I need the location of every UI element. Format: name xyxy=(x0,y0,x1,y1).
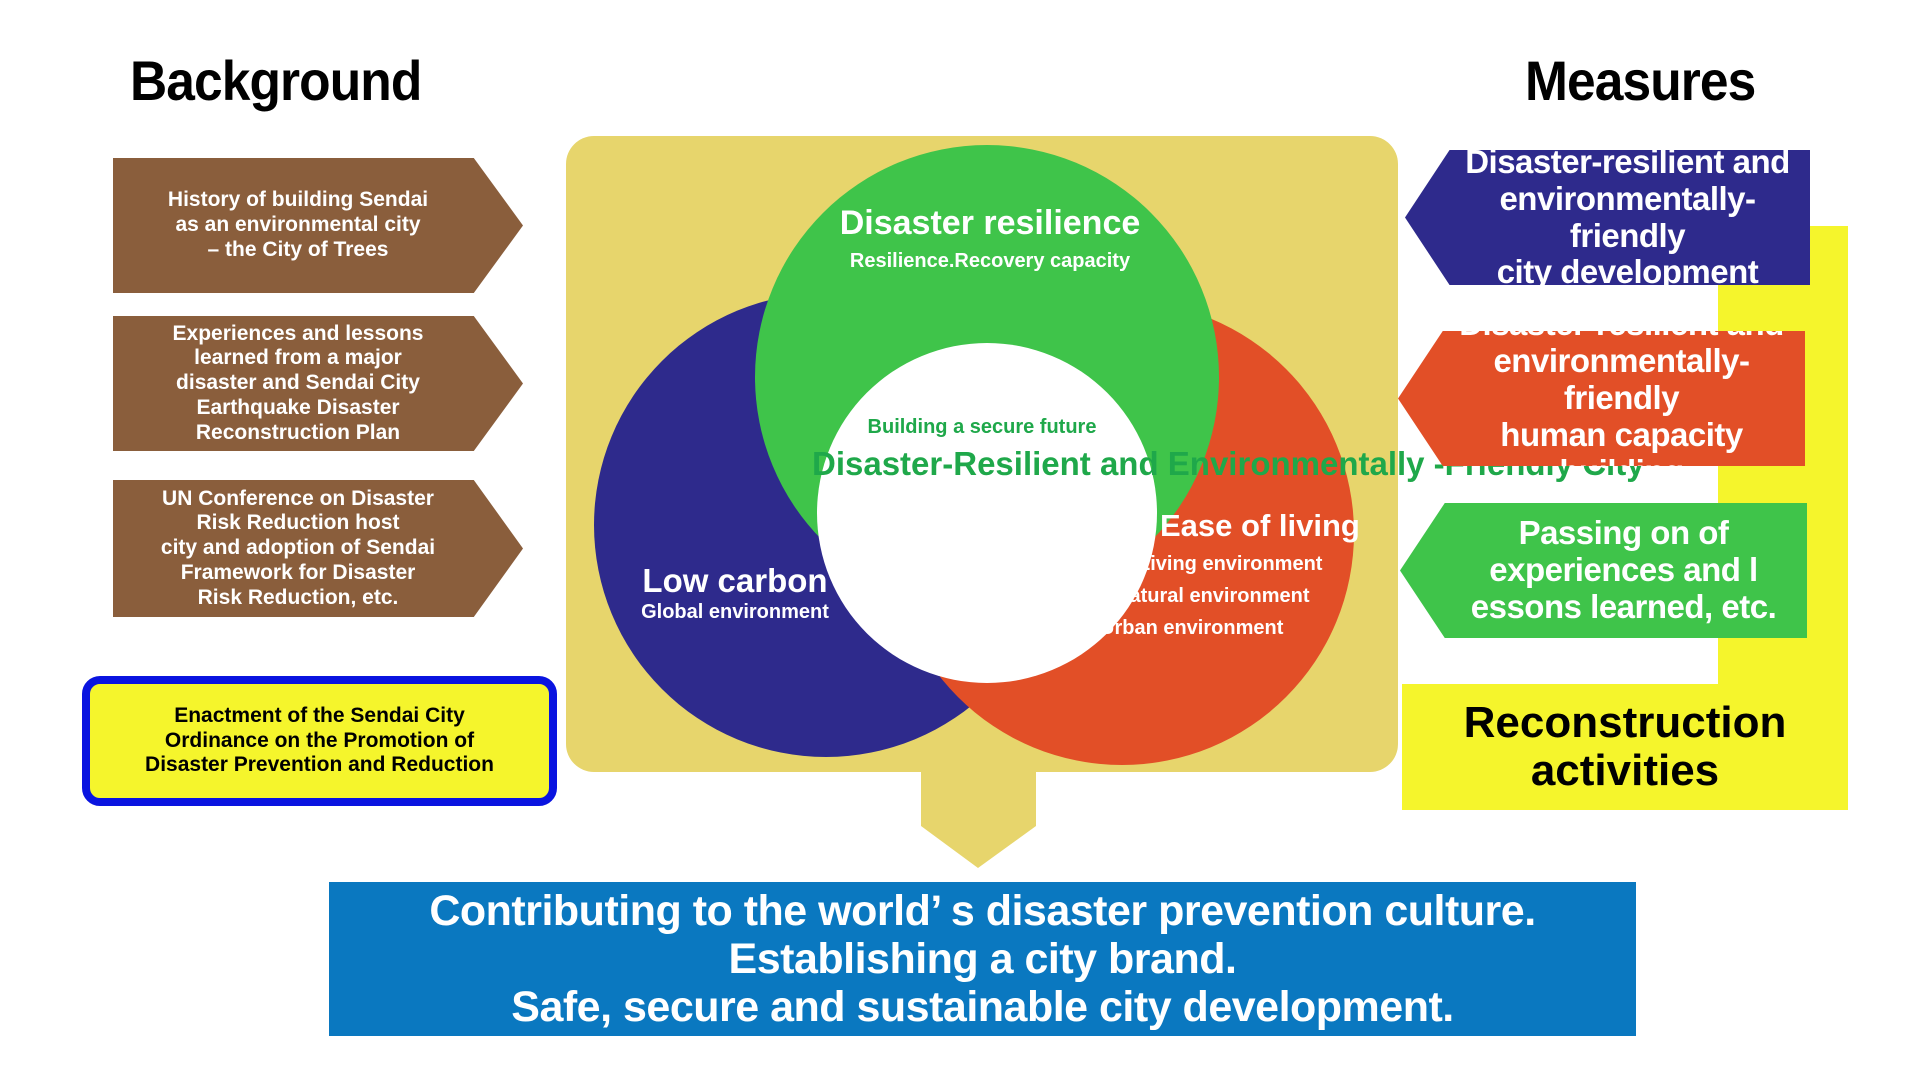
blue-subtitle: Global environment xyxy=(641,601,829,623)
outcome-line-culture: Contributing to the world’ s disaster pr… xyxy=(429,886,1536,935)
background-item-un-conference: UN Conference on Disaster Risk Reduction… xyxy=(113,480,523,617)
red-line-urban: Urban environment xyxy=(1100,617,1284,639)
ordinance-box: Enactment of the Sendai City Ordinance o… xyxy=(82,676,557,806)
red-title: Ease of living xyxy=(1160,508,1360,543)
red-line-natural: Natural environment xyxy=(1115,585,1310,607)
venn-panel xyxy=(566,136,1398,868)
outcome-line-brand: Establishing a city brand. xyxy=(728,934,1237,983)
measure-city-development: Disaster-resilient and environmentally-f… xyxy=(1405,150,1810,285)
measure-human-capacity: Disaster-resilient and environmentally-f… xyxy=(1398,331,1805,466)
venn-center-circle xyxy=(817,343,1157,683)
measures-heading: Measures xyxy=(1525,49,1756,112)
down-arrow xyxy=(921,766,1036,868)
center-small: Building a secure future xyxy=(867,416,1097,438)
background-heading: Background xyxy=(130,49,422,112)
background-item-history: History of building Sendai as an environ… xyxy=(113,158,523,293)
blue-title: Low carbon xyxy=(642,562,828,599)
green-subtitle: Resilience.Recovery capacity xyxy=(849,250,1131,272)
measure-passing-on: Passing on of experiences and l essons l… xyxy=(1400,503,1807,638)
outcome-line-development: Safe, secure and sustainable city develo… xyxy=(511,983,1454,1032)
background-item-experiences: Experiences and lessons learned from a m… xyxy=(113,316,523,451)
center-main: Disaster-Resilient and Environmentally -… xyxy=(812,445,1645,482)
outcome-box: Contributing to the world’ s disaster pr… xyxy=(329,882,1636,1036)
red-line-living: Living environment xyxy=(1138,553,1323,575)
reconstruction-label: Reconstruction activities xyxy=(1463,697,1787,795)
reconstruction-box: Reconstruction activities xyxy=(1402,684,1848,810)
green-title: Disaster resilience xyxy=(839,204,1141,242)
